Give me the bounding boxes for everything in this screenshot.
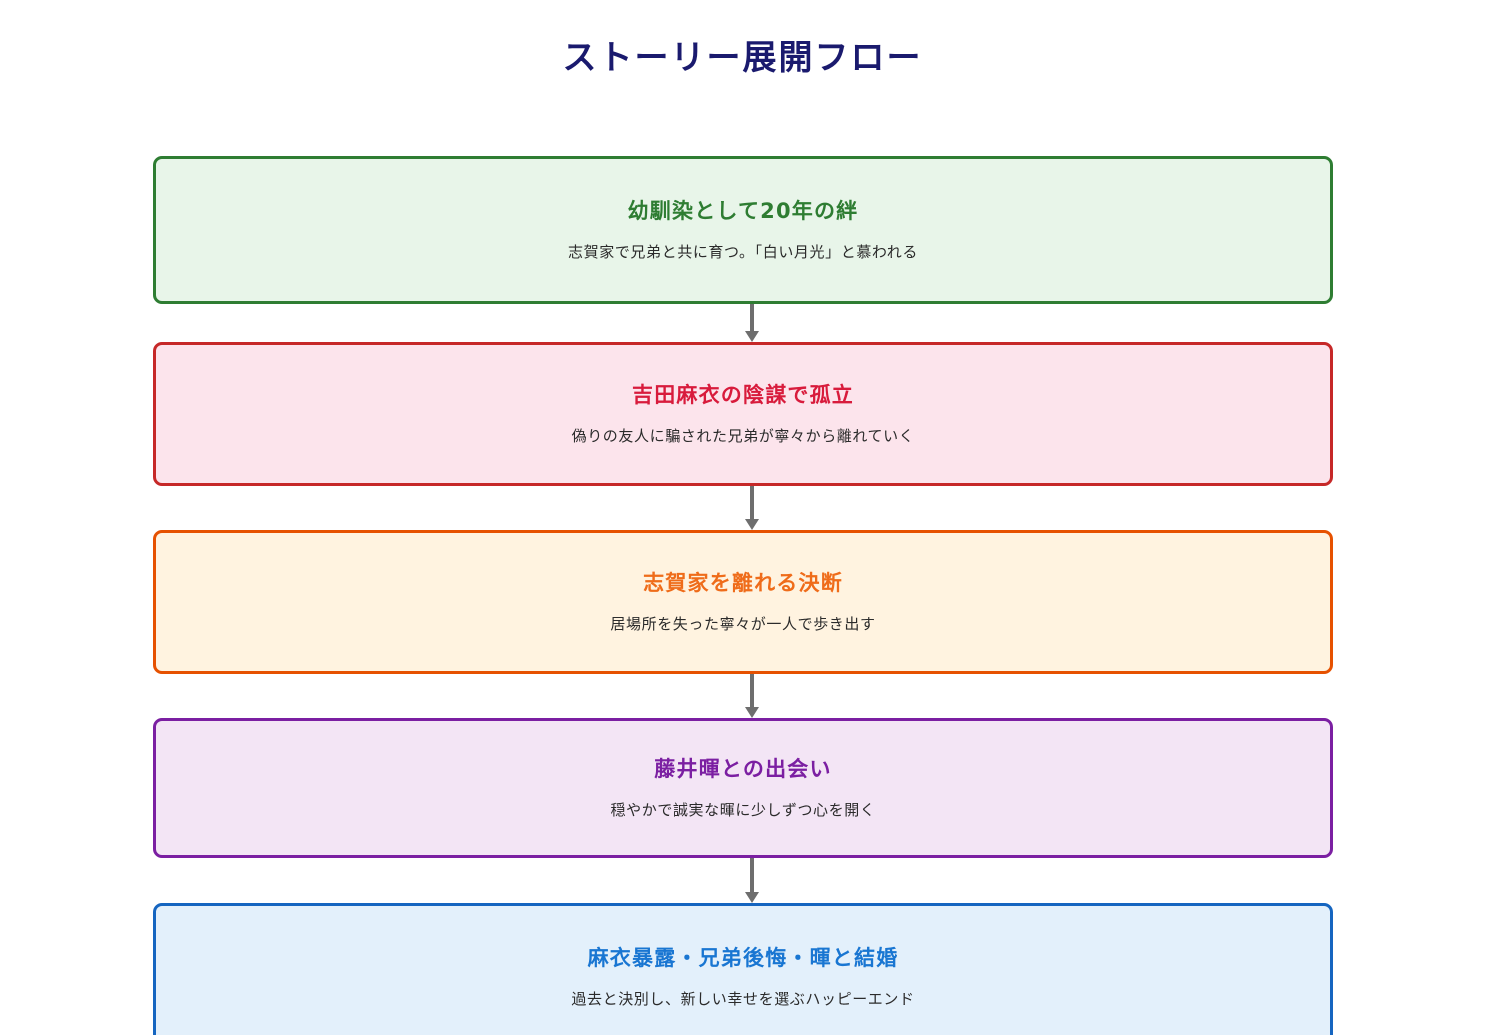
flow-node-2-description: 偽りの友人に騙された兄弟が寧々から離れていく (571, 427, 915, 445)
flow-node-2-title: 吉田麻衣の陰謀で孤立 (632, 383, 854, 407)
flow-node-5-description: 過去と決別し、新しい幸せを選ぶハッピーエンド (571, 990, 915, 1008)
flow-node-5-title: 麻衣暴露・兄弟後悔・暉と結婚 (587, 946, 899, 970)
flow-arrow-2-to-3 (742, 486, 762, 530)
flow-node-1[interactable]: 幼馴染として20年の絆 志賀家で兄弟と共に育つ。「白い月光」と慕われる (153, 156, 1333, 304)
arrow-shaft (750, 486, 754, 520)
arrow-head-icon (745, 892, 759, 903)
flow-arrow-1-to-2 (742, 304, 762, 342)
flow-node-4-title: 藤井暉との出会い (654, 757, 832, 781)
arrow-shaft (750, 304, 754, 332)
arrow-head-icon (745, 331, 759, 342)
flow-node-5[interactable]: 麻衣暴露・兄弟後悔・暉と結婚 過去と決別し、新しい幸せを選ぶハッピーエンド (153, 903, 1333, 1035)
arrow-shaft (750, 674, 754, 708)
flow-node-2[interactable]: 吉田麻衣の陰謀で孤立 偽りの友人に騙された兄弟が寧々から離れていく (153, 342, 1333, 486)
flow-node-4[interactable]: 藤井暉との出会い 穏やかで誠実な暉に少しずつ心を開く (153, 718, 1333, 858)
flow-node-1-title: 幼馴染として20年の絆 (627, 199, 859, 223)
flow-arrow-4-to-5 (742, 858, 762, 903)
page-title: ストーリー展開フロー (562, 38, 923, 78)
arrow-head-icon (745, 707, 759, 718)
flow-node-1-description: 志賀家で兄弟と共に育つ。「白い月光」と慕われる (568, 243, 918, 261)
flow-node-3-title: 志賀家を離れる決断 (643, 571, 843, 595)
flow-node-3[interactable]: 志賀家を離れる決断 居場所を失った寧々が一人で歩き出す (153, 530, 1333, 674)
arrow-shaft (750, 858, 754, 893)
flow-arrow-3-to-4 (742, 674, 762, 718)
arrow-head-icon (745, 519, 759, 530)
flow-node-4-description: 穏やかで誠実な暉に少しずつ心を開く (610, 801, 876, 819)
flow-node-3-description: 居場所を失った寧々が一人で歩き出す (610, 615, 876, 633)
